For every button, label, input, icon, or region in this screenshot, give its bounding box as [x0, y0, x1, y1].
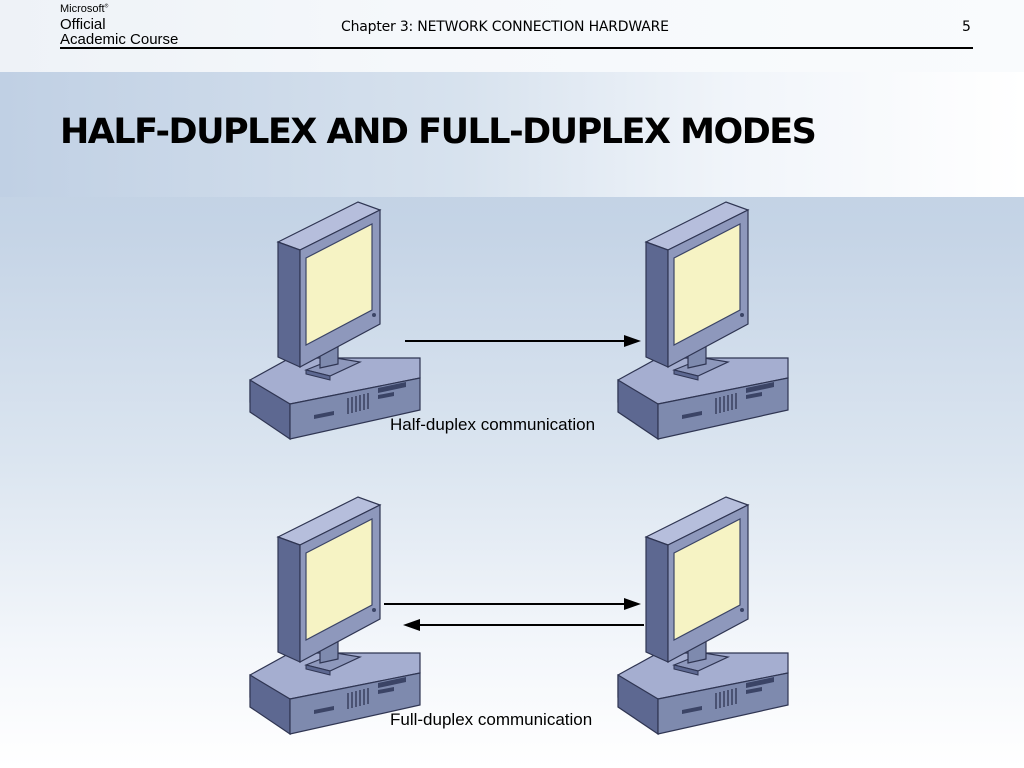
- half-duplex-caption: Half-duplex communication: [390, 415, 596, 434]
- page-number: 5: [962, 19, 971, 35]
- logo-official: Official: [60, 16, 106, 33]
- full-duplex-caption: Full-duplex communication: [390, 710, 593, 729]
- slide-title: HALF-DUPLEX AND FULL-DUPLEX MODES: [60, 112, 817, 152]
- header-bar: [0, 0, 1024, 72]
- title-band: [0, 72, 1024, 197]
- half-duplex-arrow: [405, 335, 641, 347]
- logo-academic-course: Academic Course: [60, 31, 179, 48]
- full-duplex-arrow-forward: [384, 598, 641, 610]
- computer-right-half: [617, 201, 789, 440]
- header-divider: [60, 47, 973, 49]
- computer-right-full: [617, 496, 789, 735]
- computer-left-full: [249, 496, 421, 735]
- logo-microsoft: Microsoft®: [60, 3, 109, 15]
- full-duplex-arrow-return: [403, 619, 644, 631]
- computer-left-half: [249, 201, 421, 440]
- course-logo: Microsoft® Official Academic Course: [60, 3, 179, 48]
- chapter-title: Chapter 3: NETWORK CONNECTION HARDWARE: [341, 19, 669, 35]
